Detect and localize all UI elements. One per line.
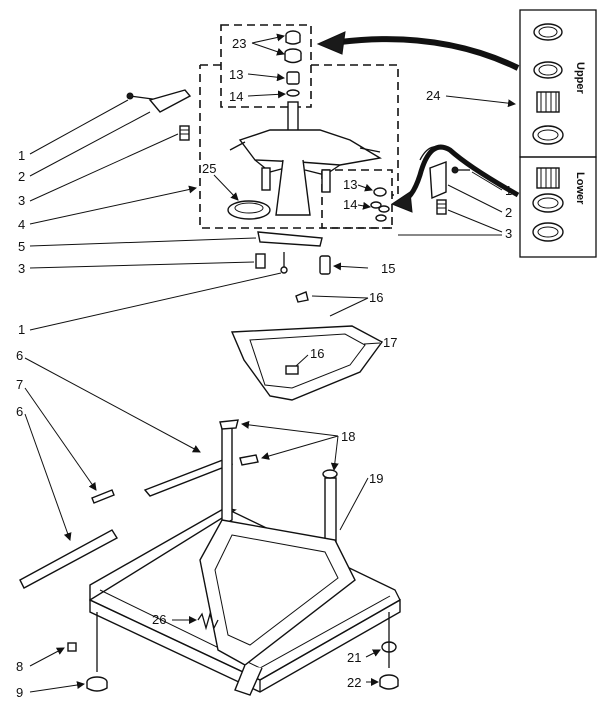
part-2-clip-left (148, 89, 192, 113)
callout-13-top: 13 (229, 67, 243, 82)
callout-16-top: 16 (369, 290, 383, 305)
callout-1-a: 1 (18, 148, 25, 163)
callout-labels: 23 13 14 24 25 13 14 1 2 3 4 5 3 1 1 2 3… (16, 36, 512, 700)
callout-23: 23 (232, 36, 246, 51)
part-drive-shaft (229, 101, 382, 216)
part-19-support-frame (199, 427, 356, 696)
callout-26: 26 (152, 612, 166, 627)
part-3-spring-center (255, 253, 266, 269)
callout-16-lower: 16 (310, 346, 324, 361)
part-6-rail-lower (19, 529, 118, 589)
part-25-ring (227, 200, 271, 220)
callout-1-b: 1 (18, 322, 25, 337)
part-26-spring (197, 611, 219, 631)
arrow-upper-to-box (316, 31, 520, 71)
part-3-spring-left (179, 125, 190, 141)
part-22-leveling-foot (379, 612, 399, 690)
callout-4: 4 (18, 217, 25, 232)
part-13-14-inner (370, 187, 390, 222)
part-2-clip-right (419, 146, 447, 200)
callout-25: 25 (202, 161, 216, 176)
callout-9: 9 (16, 685, 23, 700)
upper-parts-box (220, 24, 312, 108)
callout-24: 24 (426, 88, 440, 103)
callout-1-right: 1 (505, 183, 512, 198)
callout-6-lower: 6 (16, 404, 23, 419)
leader-lines (24, 33, 516, 693)
part-6-rail-upper (143, 457, 234, 497)
part-13-bushing (286, 71, 300, 85)
part-18-clips (219, 419, 338, 479)
part-15-pin (319, 255, 331, 275)
part-16-clip (295, 291, 309, 303)
callout-13-inner: 13 (343, 177, 357, 192)
part-1-bolt-center (280, 252, 288, 274)
callout-19: 19 (369, 471, 383, 486)
callout-3-right: 3 (505, 226, 512, 241)
part-7-pin (91, 489, 115, 504)
label-lower: Lower (574, 172, 586, 205)
arrow-lower-to-box (390, 144, 520, 213)
callout-6-upper: 6 (16, 348, 23, 363)
callout-5: 5 (18, 239, 25, 254)
part-17-base-plate (230, 325, 384, 401)
label-upper: Upper (574, 62, 586, 95)
part-14-washer (286, 89, 300, 97)
callout-18: 18 (341, 429, 355, 444)
callout-7: 7 (16, 377, 23, 392)
callout-21: 21 (347, 650, 361, 665)
callout-14-top: 14 (229, 89, 243, 104)
callout-2-a: 2 (18, 169, 25, 184)
callout-3-b: 3 (18, 261, 25, 276)
callout-14-inner: 14 (343, 197, 357, 212)
part-1-bolt-right (451, 166, 470, 174)
mechanism-box (199, 64, 399, 229)
part-8-nut (67, 642, 77, 652)
callout-2-right: 2 (505, 205, 512, 220)
callout-17: 17 (383, 335, 397, 350)
bearing-kit-panel: Upper Lower (519, 9, 597, 258)
callout-8: 8 (16, 659, 23, 674)
callout-22: 22 (347, 675, 361, 690)
part-9-leveling-foot (86, 612, 108, 692)
part-23-cap (284, 30, 302, 64)
inner-parts-box (321, 169, 393, 229)
part-3-spring-right (436, 199, 447, 215)
part-5-bracket (257, 231, 323, 247)
callout-3-a: 3 (18, 193, 25, 208)
callout-15: 15 (381, 261, 395, 276)
